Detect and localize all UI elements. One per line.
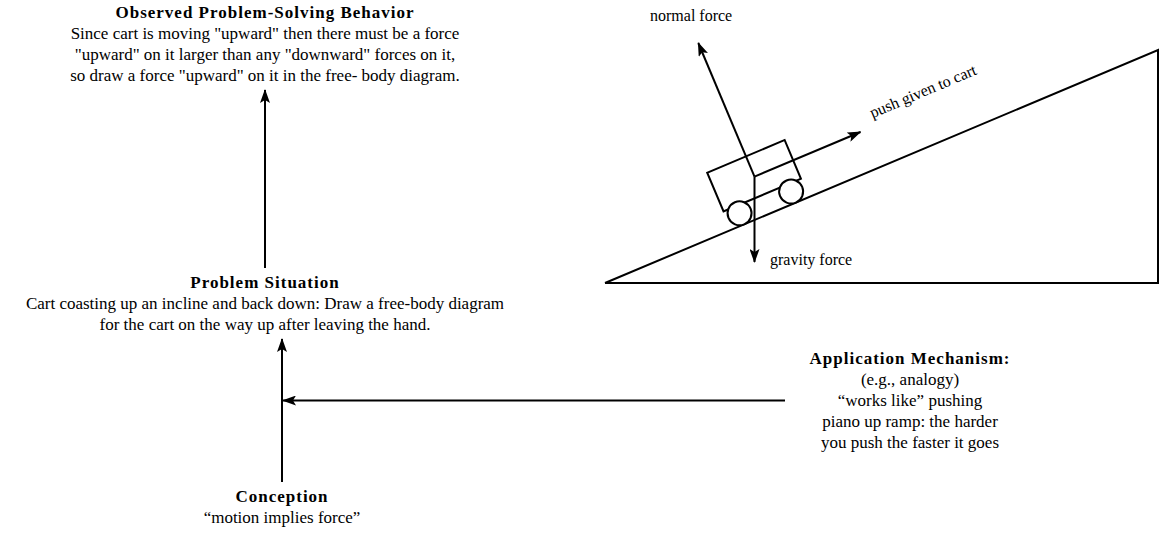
- flow-arrow: [281, 339, 283, 482]
- cart-wheel: [724, 198, 755, 229]
- cart-figure: [707, 140, 808, 230]
- mechanism-block: Application Mechanism:(e.g., analogy)“wo…: [785, 348, 1035, 453]
- body-text: Since cart is moving "upward" then there…: [70, 23, 460, 86]
- gravity-force-arrow: [754, 177, 756, 262]
- behavior-block: Observed Problem-Solving BehaviorSince c…: [40, 2, 490, 86]
- push-force-arrow: [755, 132, 861, 177]
- flow-arrow: [264, 90, 266, 268]
- heading-text: Application Mechanism:: [787, 348, 1033, 369]
- force-label: push given to cart: [867, 60, 980, 122]
- heading-text: Observed Problem-Solving Behavior: [42, 2, 488, 23]
- body-text: “motion implies force”: [177, 507, 387, 528]
- conception-block: Conception“motion implies force”: [172, 486, 392, 528]
- heading-text: Problem Situation: [12, 272, 518, 293]
- situation-block: Problem SituationCart coasting up an inc…: [10, 272, 520, 335]
- cart-wheel: [775, 176, 806, 207]
- body-text: “works like” pushing piano up ramp: the …: [818, 390, 1003, 453]
- flow-arrow: [283, 400, 785, 402]
- force-label: gravity force: [770, 250, 852, 269]
- force-label: normal force: [650, 6, 732, 25]
- body-text: (e.g., analogy): [818, 369, 1003, 390]
- heading-text: Conception: [174, 486, 390, 507]
- incline-ramp: [605, 50, 1158, 283]
- body-text: Cart coasting up an incline and back dow…: [25, 293, 505, 335]
- normal-force-arrow: [698, 43, 754, 177]
